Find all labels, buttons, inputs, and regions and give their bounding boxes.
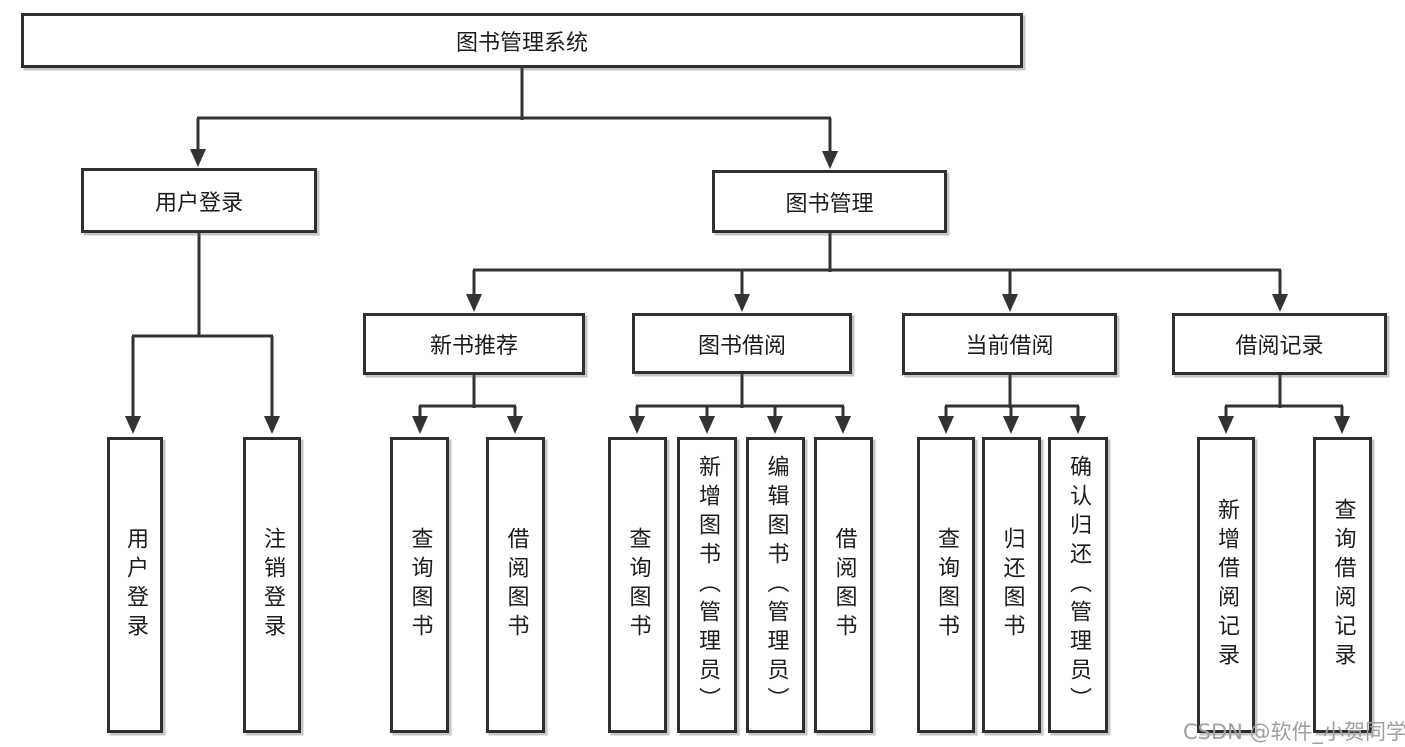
leaf-logout: 注销登录 [243, 437, 301, 733]
node-user-login: 用户登录 [81, 168, 317, 233]
node-book-borrowing: 图书借阅 [632, 313, 852, 374]
leaf-cb-return-books: 归还图书 [982, 437, 1041, 733]
node-borrowing-records: 借阅记录 [1172, 313, 1387, 375]
node-root: 图书管理系统 [21, 13, 1023, 68]
arrowheads [125, 149, 1350, 434]
csdn-watermark: CSDN @软件_小贺同学 [1183, 720, 1405, 744]
leaf-nbr-borrow-books: 借阅图书 [486, 437, 545, 733]
leaf-cb-query-books: 查询图书 [917, 437, 975, 733]
node-current-borrowing: 当前借阅 [902, 313, 1117, 375]
leaf-bb-add-book-admin: 新增图书（管理员） [677, 437, 737, 733]
leaf-rec-add-borrow-record: 新增借阅记录 [1197, 437, 1255, 733]
leaf-user-login: 用户登录 [107, 437, 163, 733]
leaf-bb-edit-book-admin: 编辑图书（管理员） [746, 437, 805, 733]
leaf-cb-confirm-return-admin: 确认归还（管理员） [1048, 437, 1108, 733]
node-book-management: 图书管理 [712, 170, 947, 233]
node-new-book-recommendation: 新书推荐 [363, 313, 585, 375]
leaf-bb-borrow-books: 借阅图书 [814, 437, 873, 733]
leaf-rec-query-borrow-record: 查询借阅记录 [1313, 437, 1372, 733]
leaf-bb-query-books: 查询图书 [608, 437, 667, 733]
leaf-nbr-query-books: 查询图书 [390, 437, 449, 733]
